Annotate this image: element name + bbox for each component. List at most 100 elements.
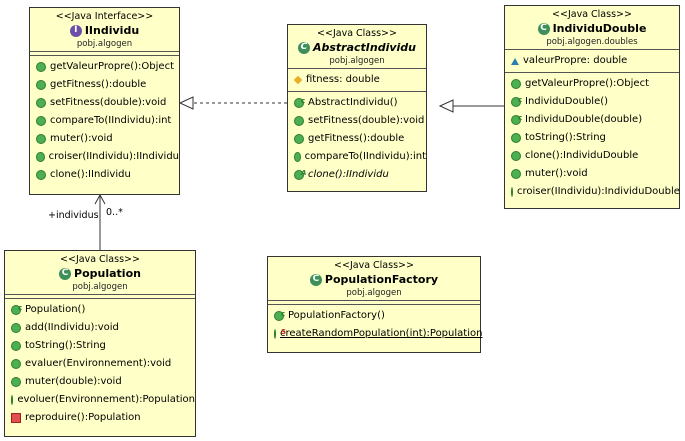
method-row[interactable]: toString():String bbox=[5, 337, 195, 355]
class-header: <<Java Class>> C PopulationFactory pobj.… bbox=[268, 257, 480, 300]
private-method-icon bbox=[11, 413, 21, 423]
method-row[interactable]: compareTo(IIndividu):int bbox=[288, 148, 426, 166]
method-row[interactable]: getValeurPropre():Object bbox=[505, 75, 679, 93]
divider bbox=[268, 304, 480, 305]
divider bbox=[5, 298, 195, 299]
class-icon: C bbox=[309, 273, 322, 286]
public-method-icon bbox=[11, 323, 21, 333]
public-method-icon bbox=[11, 341, 21, 351]
class-icon: C bbox=[537, 22, 550, 35]
method-row[interactable]: compareTo(IIndividu):int bbox=[30, 112, 179, 130]
association-arrowhead bbox=[94, 193, 106, 205]
generalization-arrowhead bbox=[438, 99, 454, 113]
public-method-icon bbox=[36, 152, 45, 162]
realization-arrowhead bbox=[178, 96, 194, 110]
constructor-icon: c bbox=[511, 96, 522, 107]
public-method-icon bbox=[36, 80, 46, 90]
fields-section: fitness: double bbox=[288, 69, 426, 91]
method-row[interactable]: clone():IndividuDouble bbox=[505, 147, 679, 165]
method-row[interactable]: add(IIndividu):void bbox=[5, 319, 195, 337]
abstract-method-icon: A bbox=[294, 169, 306, 180]
association-role-label: +individus bbox=[48, 210, 99, 221]
divider bbox=[268, 300, 480, 301]
public-method-icon bbox=[36, 134, 46, 144]
class-icon: C bbox=[59, 267, 72, 280]
class-box-population[interactable]: <<Java Class>> C Population pobj.algogen… bbox=[4, 250, 196, 437]
package-label: pobj.algogen bbox=[76, 39, 133, 49]
interface-icon: I bbox=[69, 24, 82, 37]
divider bbox=[30, 51, 179, 52]
public-method-icon bbox=[511, 133, 521, 143]
method-row[interactable]: getValeurPropre():Object bbox=[30, 58, 179, 76]
constructor-icon: c bbox=[274, 310, 285, 321]
method-row[interactable]: croiser(IIndividu):IndividuDouble bbox=[505, 183, 680, 201]
divider bbox=[505, 49, 679, 50]
method-row[interactable]: muter(double):void bbox=[5, 373, 195, 391]
class-box-abstractindividu[interactable]: <<Java Class>> C AbstractIndividu pobj.a… bbox=[287, 24, 427, 192]
public-method-icon bbox=[511, 169, 521, 179]
public-method-icon bbox=[36, 98, 46, 108]
public-method-icon bbox=[36, 170, 46, 180]
method-row[interactable]: toString():String bbox=[505, 129, 679, 147]
public-method-icon bbox=[294, 134, 304, 144]
class-header: <<Java Class>> C IndividuDouble pobj.alg… bbox=[505, 6, 679, 49]
divider bbox=[30, 55, 179, 56]
class-box-individudouble[interactable]: <<Java Class>> C IndividuDouble pobj.alg… bbox=[504, 5, 680, 209]
method-row[interactable]: setFitness(double):void bbox=[30, 94, 179, 112]
method-row[interactable]: getFitness():double bbox=[30, 76, 179, 94]
stereotype-label: <<Java Class>> bbox=[317, 28, 397, 39]
protected-field-icon bbox=[293, 75, 303, 85]
field-row[interactable]: valeurPropre: double bbox=[505, 52, 679, 70]
divider bbox=[505, 72, 679, 73]
package-label: pobj.algogen bbox=[329, 56, 385, 66]
method-row[interactable]: clone():IIndividu bbox=[30, 166, 179, 184]
class-header: <<Java Class>> C Population pobj.algogen bbox=[5, 251, 195, 294]
class-header: <<Java Class>> C AbstractIndividu pobj.a… bbox=[288, 25, 426, 68]
public-method-icon bbox=[36, 62, 46, 72]
stereotype-label: <<Java Class>> bbox=[60, 254, 140, 265]
public-method-icon bbox=[36, 116, 46, 126]
method-row[interactable]: evaluer(Environnement):void bbox=[5, 355, 195, 373]
method-row[interactable]: reproduire():Population bbox=[5, 409, 195, 427]
public-method-icon bbox=[511, 151, 521, 161]
public-method-icon bbox=[11, 377, 21, 387]
class-name: IIndividu bbox=[84, 24, 140, 37]
divider bbox=[5, 294, 195, 295]
method-row[interactable]: muter():void bbox=[505, 165, 679, 183]
fields-section: valeurPropre: double bbox=[505, 50, 679, 72]
public-method-icon bbox=[11, 359, 21, 369]
method-row[interactable]: evoluer(Environnement):Population bbox=[5, 391, 195, 409]
abstract-class-icon: C bbox=[297, 41, 310, 54]
association-multiplicity-label: 0..* bbox=[106, 207, 123, 218]
field-row[interactable]: fitness: double bbox=[288, 71, 426, 89]
package-label: pobj.algogen bbox=[346, 288, 402, 298]
method-row[interactable]: muter():void bbox=[30, 130, 179, 148]
divider bbox=[288, 68, 426, 69]
package-label: pobj.algogen.doubles bbox=[546, 37, 638, 47]
stereotype-label: <<Java Class>> bbox=[552, 9, 632, 20]
constructor-icon: c bbox=[294, 97, 305, 108]
class-name: Population bbox=[74, 267, 141, 280]
package-label: pobj.algogen bbox=[72, 282, 128, 292]
methods-section: getValeurPropre():Object getFitness():do… bbox=[30, 56, 179, 186]
divider bbox=[288, 91, 426, 92]
method-row[interactable]: setFitness(double):void bbox=[288, 112, 426, 130]
method-row[interactable]: croiser(IIndividu):IIndividu bbox=[30, 148, 179, 166]
class-box-populationfactory[interactable]: <<Java Class>> C PopulationFactory pobj.… bbox=[267, 256, 482, 353]
class-box-iindividu[interactable]: <<Java Interface>> I IIndividu pobj.algo… bbox=[29, 7, 180, 195]
static-method-icon: S bbox=[274, 328, 286, 339]
class-name: IndividuDouble bbox=[552, 22, 647, 35]
public-method-icon bbox=[511, 187, 513, 197]
constructor-icon: c bbox=[11, 304, 22, 315]
method-row[interactable]: getFitness():double bbox=[288, 130, 426, 148]
